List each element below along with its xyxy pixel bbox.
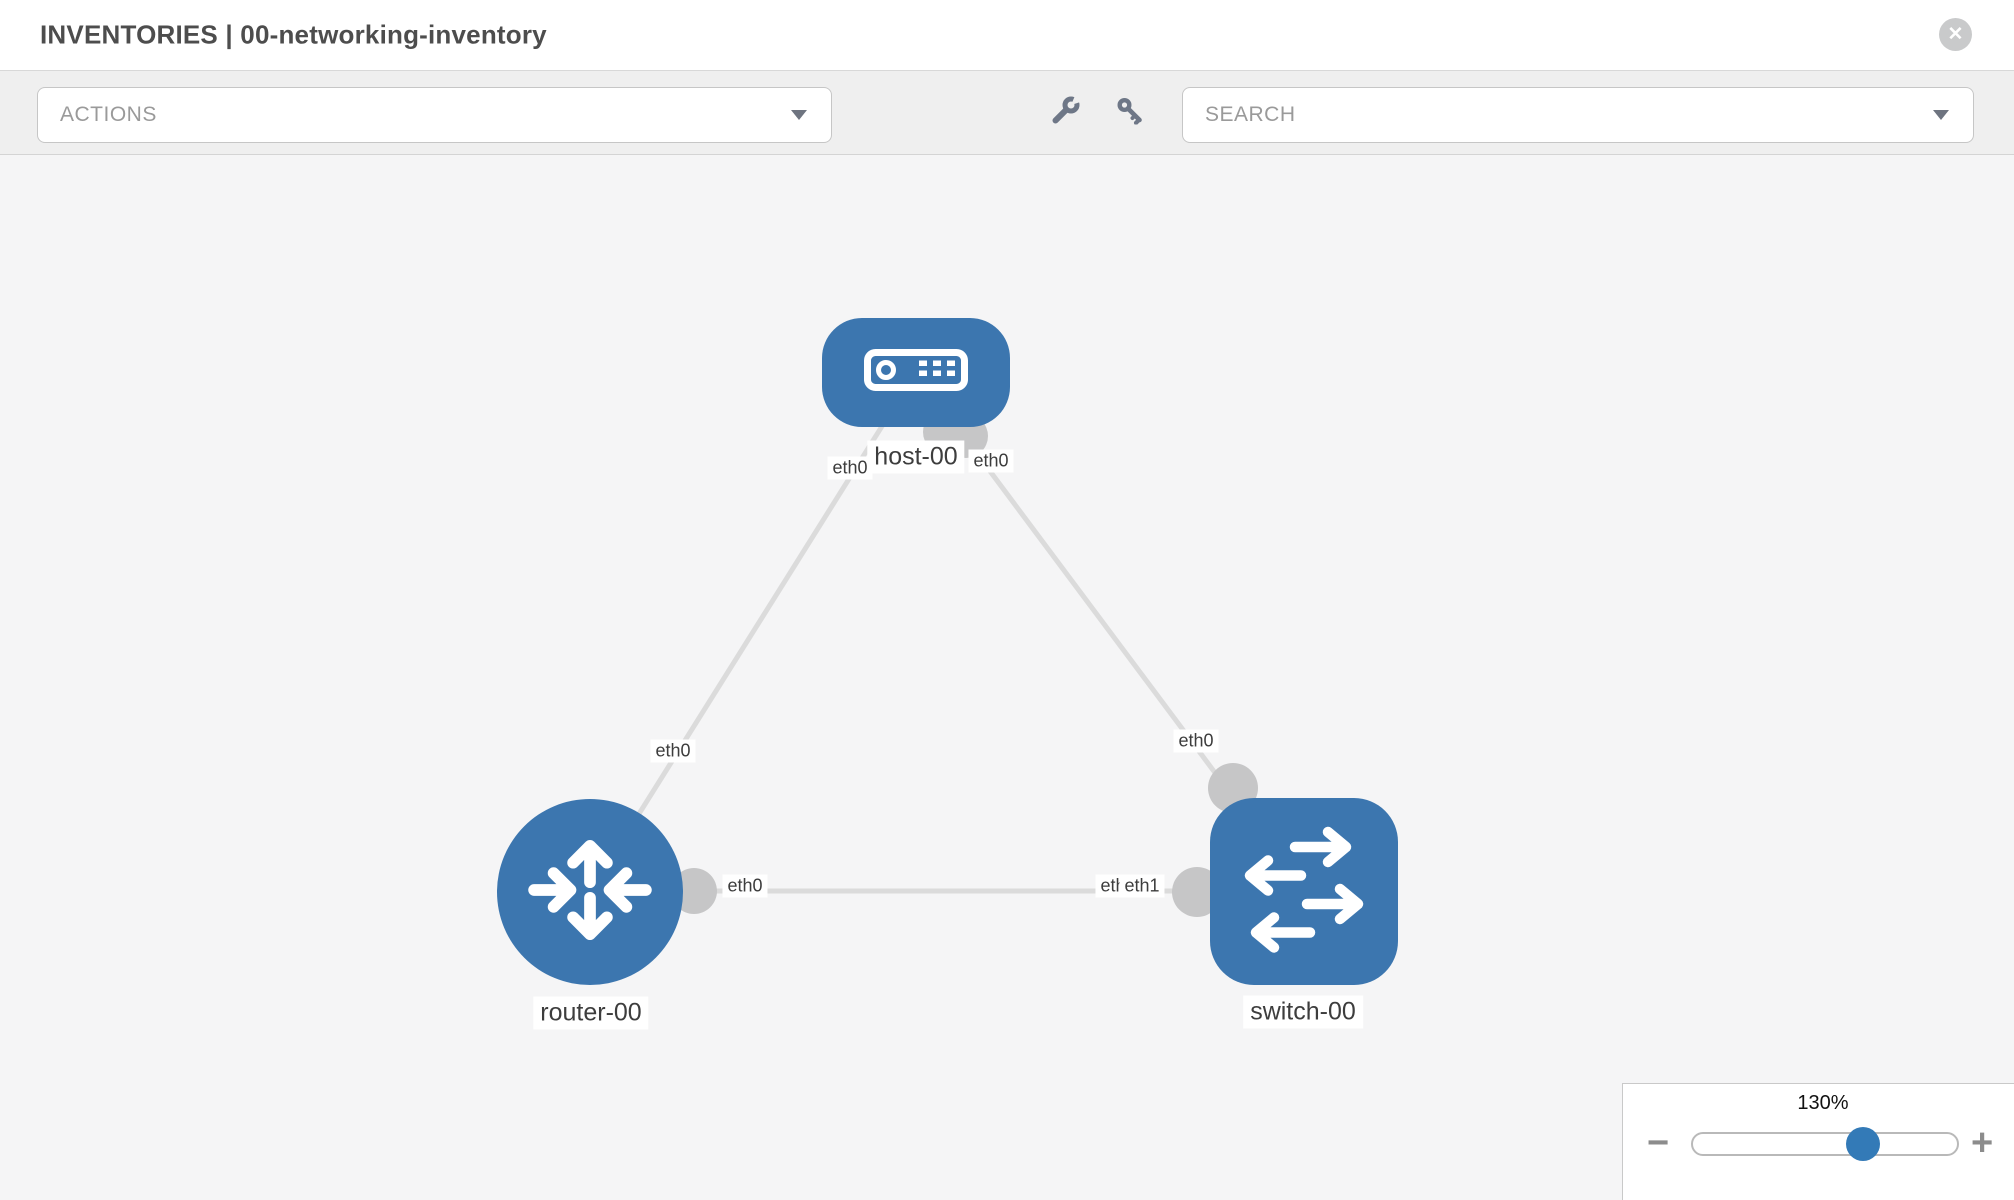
zoom-out-button[interactable]: − bbox=[1647, 1122, 1670, 1164]
search-input[interactable] bbox=[1183, 88, 1973, 142]
page-title: INVENTORIES | 00-networking-inventory bbox=[40, 19, 547, 50]
search-dropdown[interactable] bbox=[1182, 87, 1974, 143]
toolbar: ACTIONS bbox=[0, 70, 2014, 155]
interface-label: eth0 bbox=[650, 739, 696, 763]
interface-label: eth0 bbox=[827, 456, 873, 480]
interface-label: eth0 bbox=[722, 874, 768, 898]
port-circle-router[interactable] bbox=[671, 868, 717, 914]
node-label-switch: switch-00 bbox=[1243, 995, 1363, 1029]
router-icon bbox=[525, 825, 655, 960]
node-label-router: router-00 bbox=[533, 996, 649, 1030]
zoom-slider-track[interactable] bbox=[1691, 1132, 1959, 1156]
chevron-down-icon bbox=[791, 110, 807, 120]
wrench-icon[interactable] bbox=[1050, 93, 1082, 130]
node-host[interactable] bbox=[822, 318, 1010, 427]
edges-layer bbox=[587, 370, 1307, 917]
zoom-slider-knob[interactable] bbox=[1846, 1127, 1880, 1161]
interface-label: eth0 bbox=[1173, 729, 1219, 753]
zoom-level-label: 130% bbox=[1797, 1092, 1849, 1114]
close-icon[interactable]: ✕ bbox=[1939, 18, 1972, 51]
actions-dropdown-label: ACTIONS bbox=[60, 103, 157, 126]
interface-label: eth1 bbox=[1119, 874, 1165, 898]
header: INVENTORIES | 00-networking-inventory ✕ bbox=[0, 0, 2014, 70]
switch-icon bbox=[1229, 814, 1379, 969]
key-icon[interactable] bbox=[1116, 96, 1144, 129]
node-label-host: host-00 bbox=[867, 440, 965, 474]
zoom-control-panel: 130% − + bbox=[1622, 1083, 2014, 1200]
interface-label: eth0 bbox=[968, 449, 1014, 473]
chevron-down-icon bbox=[1933, 110, 1949, 120]
topology-canvas[interactable]: eth0 eth0 eth0 eth0 eth0 eth0 eth1 host-… bbox=[0, 155, 2014, 1200]
actions-dropdown[interactable]: ACTIONS bbox=[37, 87, 832, 143]
port-circle-switch-left[interactable] bbox=[1172, 867, 1222, 917]
switch-icon-node[interactable] bbox=[1210, 798, 1398, 985]
zoom-in-button[interactable]: + bbox=[1971, 1122, 1994, 1164]
node-router[interactable] bbox=[497, 799, 683, 985]
close-icon-glyph: ✕ bbox=[1947, 24, 1964, 45]
host-icon bbox=[864, 349, 968, 396]
